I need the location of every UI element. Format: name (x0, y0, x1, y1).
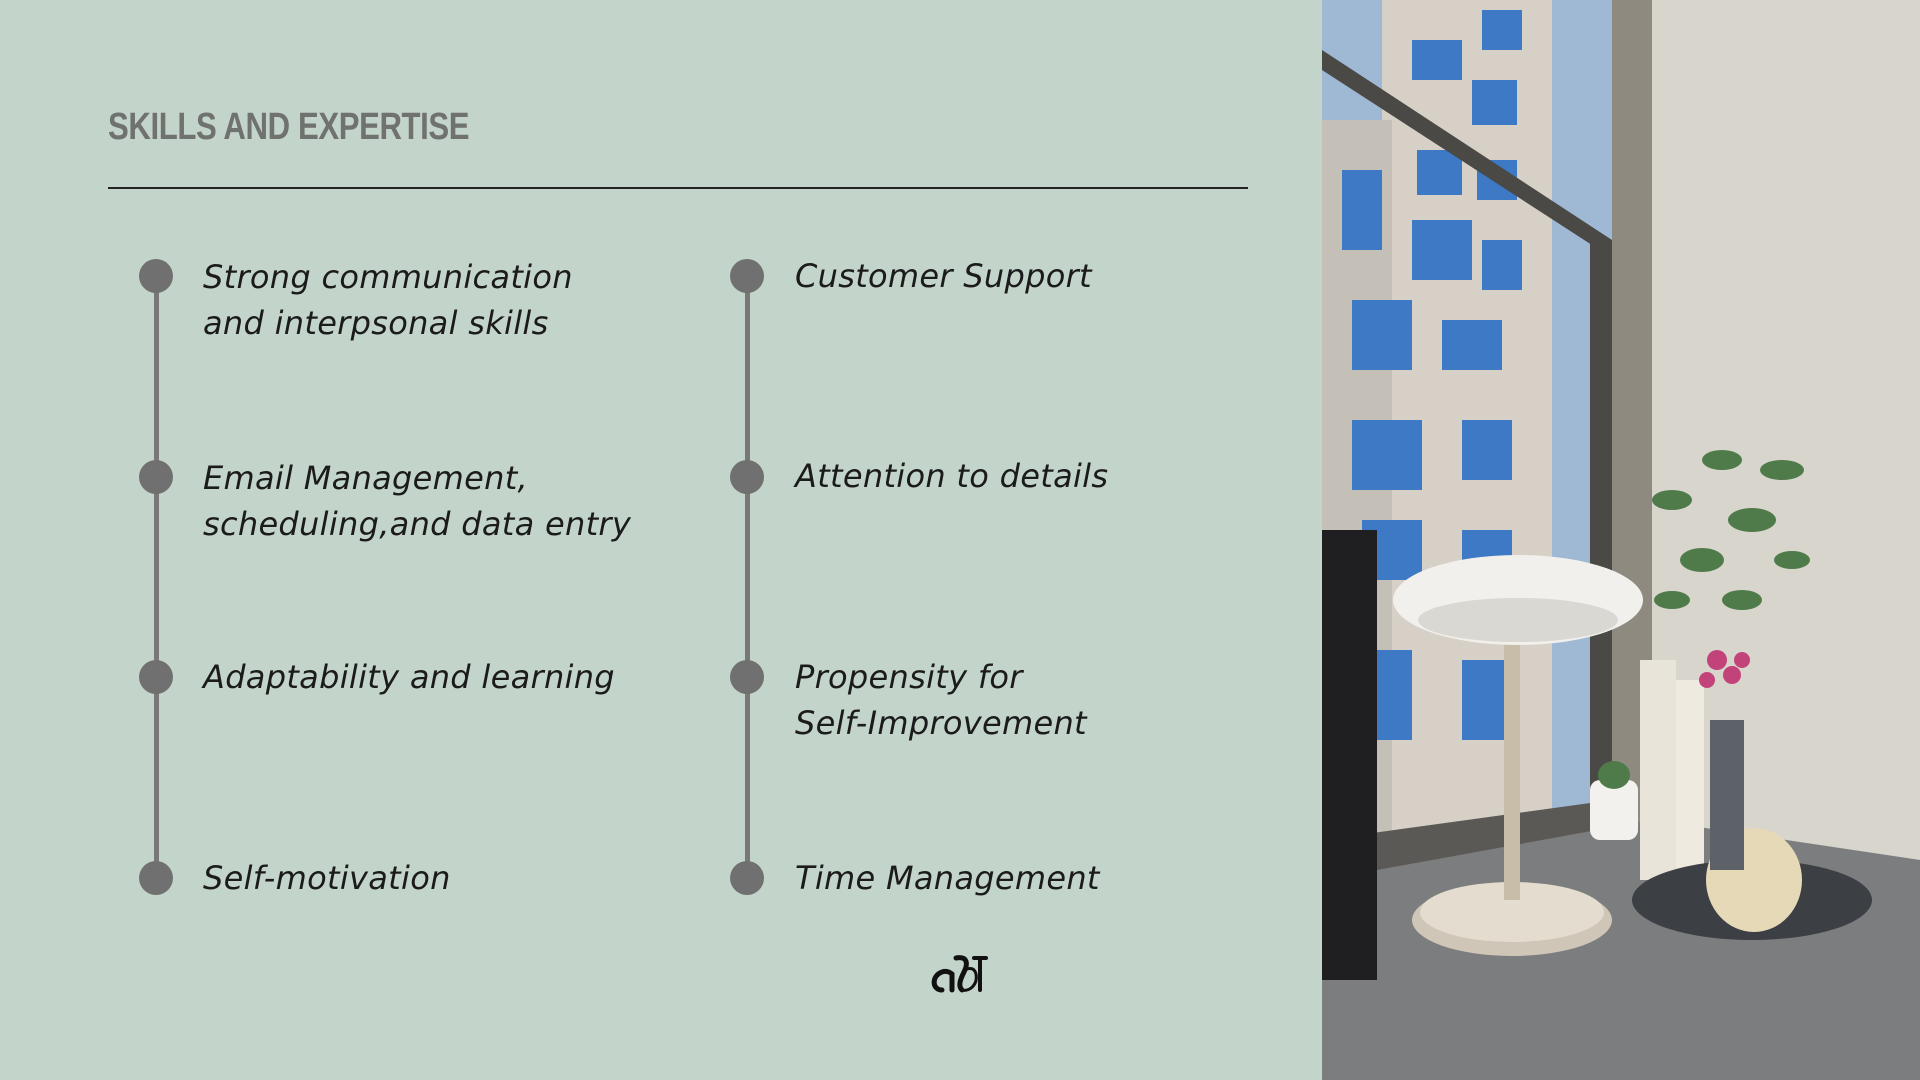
skill-item: Email Management, scheduling,and data en… (203, 459, 632, 543)
skill-item: Attention to details (795, 457, 1109, 495)
timeline-dot-right-4 (730, 861, 764, 895)
timeline-dot-right-2 (730, 460, 764, 494)
skill-item: Customer Support (795, 257, 1092, 295)
timeline-dot-left-4 (139, 861, 173, 895)
left-timeline-line (154, 276, 159, 878)
timeline-dot-left-1 (139, 259, 173, 293)
monogram-logo (931, 955, 988, 993)
skill-item: Adaptability and learning (203, 658, 615, 696)
content-panel: SKILLS AND EXPERTISE Strong communicatio… (108, 106, 1248, 993)
skill-item: Propensity for Self-Improvement (795, 658, 1087, 742)
title-divider (108, 187, 1248, 189)
timeline-dot-left-2 (139, 460, 173, 494)
office-window-photo (1322, 0, 1920, 1080)
skill-item: Strong communication and interpsonal ski… (203, 258, 573, 342)
timeline-dot-right-3 (730, 660, 764, 694)
timeline-dot-left-3 (139, 660, 173, 694)
timeline-dot-right-1 (730, 259, 764, 293)
skill-item: Time Management (795, 859, 1100, 897)
page-title: SKILLS AND EXPERTISE (108, 106, 470, 148)
skill-item: Self-motivation (203, 859, 451, 897)
photo-illustration (1322, 0, 1920, 1080)
right-timeline-line (745, 276, 750, 878)
